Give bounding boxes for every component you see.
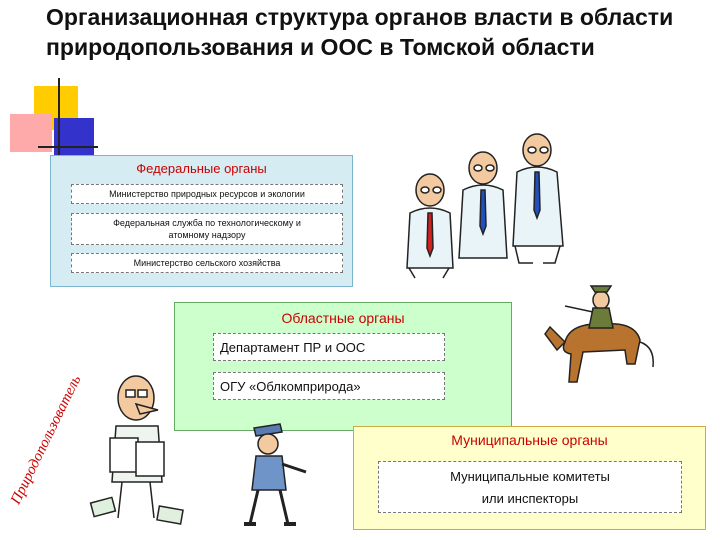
municipal-header: Муниципальные органы — [451, 432, 608, 448]
municipal-line-1: Муниципальные комитеты — [450, 469, 610, 484]
bureaucrat-with-papers-clipart — [89, 375, 184, 525]
page-title: Организационная структура органов власти… — [46, 4, 674, 60]
three-officials-clipart — [406, 133, 564, 279]
regional-item-department: Департамент ПР и ООС — [213, 333, 445, 361]
municipal-line-2: или инспекторы — [481, 491, 579, 506]
rider-on-horse-clipart — [544, 285, 654, 383]
deco-pink-square — [10, 114, 52, 152]
police-officer-clipart — [244, 423, 307, 526]
federal-item-ministry-natural-resources: Министерство природных ресурсов и эколог… — [71, 184, 343, 204]
deco-horizontal-line — [38, 146, 98, 148]
regional-item-oblkompriroda: ОГУ «Облкомприрода» — [213, 372, 445, 400]
regional-header: Областные органы — [281, 310, 405, 326]
federal-bodies-box: Федеральные органы Министерство природны… — [50, 155, 353, 287]
deco-blue-square — [54, 118, 94, 156]
municipal-bodies-box: Муниципальные органы Муниципальные комит… — [353, 426, 706, 530]
deco-vertical-line — [58, 78, 60, 158]
federal-item-ministry-agriculture: Министерство сельского хозяйства — [71, 253, 343, 273]
municipal-item-committees: Муниципальные комитеты или инспекторы — [378, 461, 682, 513]
federal-item-rostekhnadzor: Федеральная служба по технологическому и… — [71, 213, 343, 245]
nature-user-label: Природопользователь — [8, 373, 85, 508]
federal-header: Федеральные органы — [136, 161, 267, 176]
regional-bodies-box: Областные органы Департамент ПР и ООС ОГ… — [174, 302, 512, 431]
